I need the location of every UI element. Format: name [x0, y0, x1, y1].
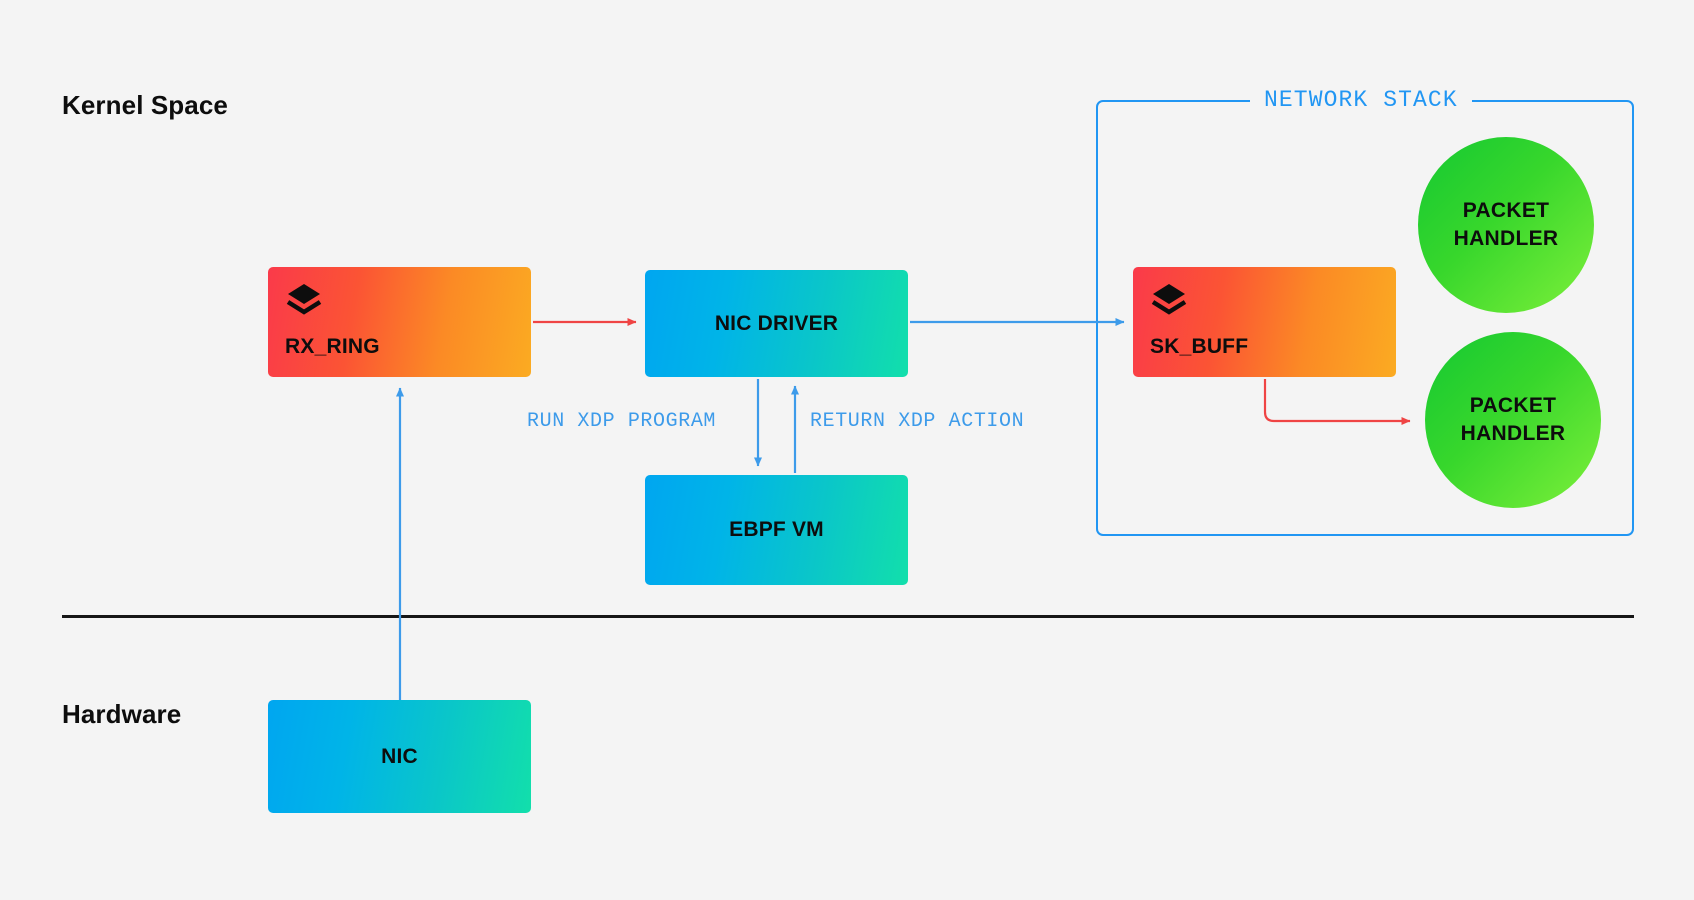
- node-nic-driver[interactable]: NIC DRIVER: [645, 270, 908, 377]
- node-nic-label: NIC: [381, 744, 418, 768]
- hardware-label: Hardware: [62, 699, 182, 729]
- packet-handler-2-line1: PACKET: [1469, 394, 1557, 417]
- node-sk-buff[interactable]: SK_BUFF: [1133, 267, 1396, 377]
- node-rx-ring-label: RX_RING: [285, 335, 380, 358]
- packet-handler-2-line2: HANDLER: [1460, 422, 1566, 445]
- node-ebpf-vm[interactable]: EBPF VM: [645, 475, 908, 585]
- packet-handler-1-line1: PACKET: [1462, 199, 1550, 222]
- edge-label-run-xdp-program: RUN XDP PROGRAM: [527, 410, 717, 433]
- layers-icon: [284, 280, 324, 320]
- kernel-space-label: Kernel Space: [62, 90, 228, 120]
- node-packet-handler-2[interactable]: PACKET HANDLER: [1425, 332, 1601, 508]
- node-nic-driver-label: NIC DRIVER: [714, 311, 839, 335]
- node-sk-buff-label: SK_BUFF: [1150, 335, 1249, 358]
- node-rx-ring[interactable]: RX_RING: [268, 267, 531, 377]
- packet-handler-1-line2: HANDLER: [1453, 227, 1559, 250]
- network-stack-title: NETWORK STACK: [1250, 84, 1472, 116]
- edge-label-return-xdp-action: RETURN XDP ACTION: [810, 410, 1025, 433]
- layers-icon: [1149, 280, 1189, 320]
- node-ebpf-vm-label: EBPF VM: [729, 518, 824, 541]
- hardware-divider: [62, 615, 1634, 618]
- node-packet-handler-1[interactable]: PACKET HANDLER: [1418, 137, 1594, 313]
- node-nic[interactable]: NIC: [268, 700, 531, 813]
